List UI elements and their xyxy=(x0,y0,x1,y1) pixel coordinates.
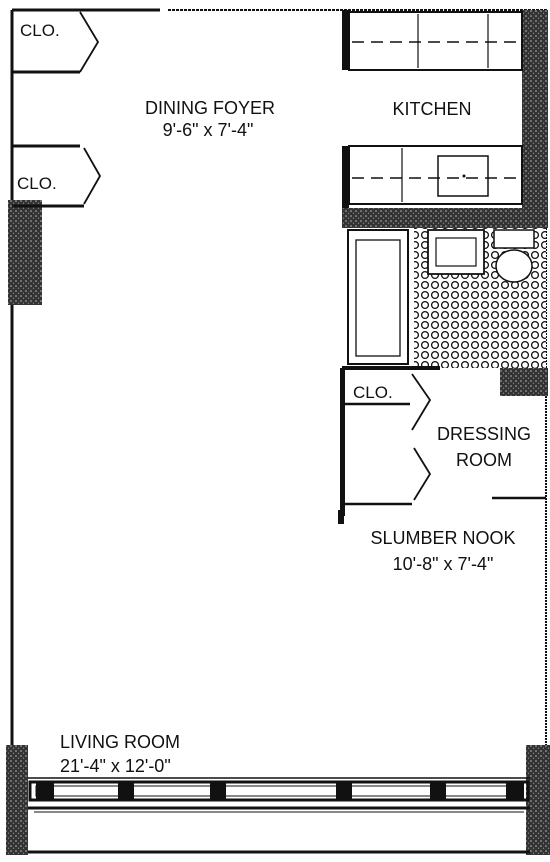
right-wall-pier-lower xyxy=(526,745,550,855)
dining-foyer-size: 9'-6" x 7'-4" xyxy=(163,120,254,140)
left-wall-pier-upper xyxy=(8,200,42,305)
dressing-room-area xyxy=(338,368,546,524)
closet-label-mid-left: CLO. xyxy=(17,174,57,193)
closet-door-dressing xyxy=(411,373,432,431)
dressing-wall-left xyxy=(340,368,345,516)
closet-label-top-left: CLO. xyxy=(20,21,60,40)
dining-foyer-label: DINING FOYER xyxy=(145,98,275,118)
living-room-size: 21'-4" x 12'-0" xyxy=(60,756,171,776)
room-labels: CLO. CLO. DINING FOYER 9'-6" x 7'-4" KIT… xyxy=(17,21,531,776)
kitchen-label: KITCHEN xyxy=(392,99,471,119)
kitchen-wall-left-bottom xyxy=(342,146,349,210)
bathroom-wall-top xyxy=(342,208,548,228)
kitchen-wall-left-top xyxy=(342,10,349,70)
bathroom-area xyxy=(342,208,548,396)
closet-door-mid-left xyxy=(83,147,102,205)
kitchen-sink xyxy=(437,155,489,197)
bathroom-wall-pier xyxy=(500,368,548,396)
window-wall xyxy=(28,777,530,854)
left-wall-pier-lower xyxy=(6,745,28,855)
closet-label-dressing: CLO. xyxy=(353,383,393,402)
slumber-nook-size: 10'-8" x 7'-4" xyxy=(393,554,494,574)
bathtub xyxy=(347,229,409,365)
toilet-tank xyxy=(493,229,535,249)
closet-top-left xyxy=(12,11,100,74)
living-room-label: LIVING ROOM xyxy=(60,732,180,752)
dressing-room-label-line1: DRESSING xyxy=(437,424,531,444)
kitchen-counter-bottom xyxy=(348,145,523,205)
kitchen-area xyxy=(342,10,523,210)
closet-mid-left xyxy=(12,144,102,208)
right-wall-kitchen xyxy=(522,10,548,210)
slumber-nook-label: SLUMBER NOOK xyxy=(370,528,515,548)
kitchen-counter-top xyxy=(348,11,523,71)
closet-door-top-left xyxy=(79,11,100,73)
outer-walls xyxy=(6,8,550,855)
dressing-room-label-line2: ROOM xyxy=(456,450,512,470)
dressing-door xyxy=(413,447,432,501)
bathroom-vanity xyxy=(427,229,485,275)
toilet-bowl xyxy=(495,249,533,283)
